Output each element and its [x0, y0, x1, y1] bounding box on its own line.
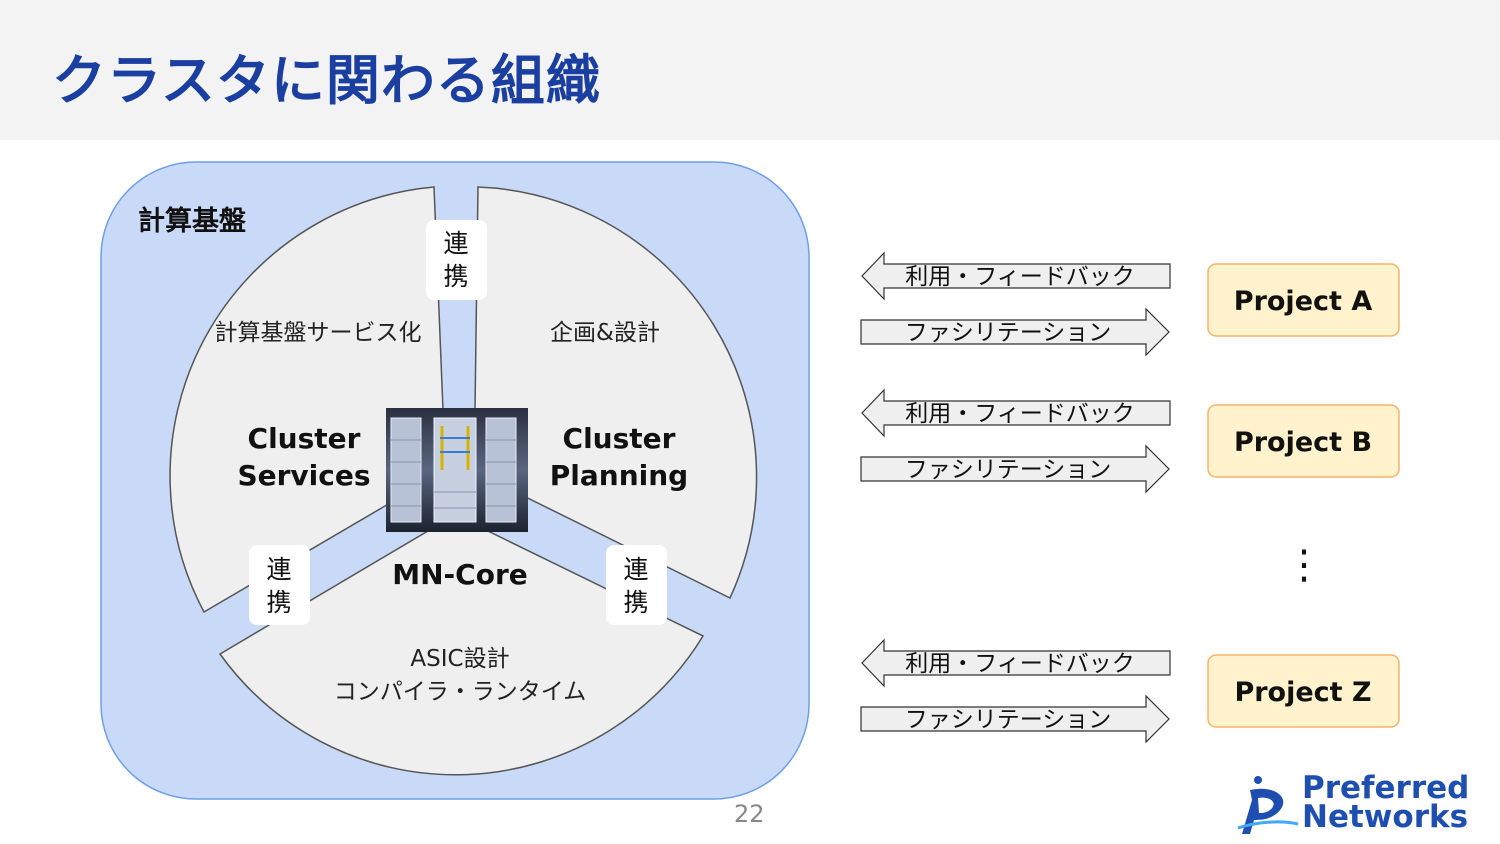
project-label-b: Project B [1234, 427, 1372, 458]
link-badge-top-line1: 連 [443, 229, 468, 258]
project-label-z: Project Z [1234, 677, 1371, 708]
planning-title-line1: Cluster [563, 422, 676, 455]
feedback-label-b: 利用・フィードバック [905, 401, 1135, 427]
header-bar [0, 0, 1500, 140]
server-rack-image [386, 408, 528, 532]
facilitation-label-b: ファシリテーション [905, 457, 1112, 483]
facilitation-arrow-z [860, 694, 1170, 744]
core-subtitle-1: ASIC設計 [410, 646, 509, 672]
feedback-arrow-a [861, 251, 1171, 301]
project-label-a: Project A [1234, 286, 1373, 317]
feedback-label-a: 利用・フィードバック [905, 264, 1135, 290]
facilitation-label-z: ファシリテーション [905, 707, 1112, 733]
link-badge-left-line1: 連 [266, 555, 291, 584]
slide-title: クラスタに関わる組織 [52, 49, 601, 112]
link-badge-right-line2: 携 [623, 588, 648, 617]
project-box-z [1207, 654, 1400, 728]
page-number: 22 [734, 800, 765, 828]
logo-text-line2: Networks [1302, 799, 1469, 835]
link-badge-top: 連 携 [426, 220, 487, 300]
project-box-b [1207, 404, 1400, 478]
core-subtitle-2: コンパイラ・ランタイム [334, 679, 587, 705]
project-box-a [1207, 263, 1400, 337]
services-subtitle: 計算基盤サービス化 [215, 320, 422, 346]
link-badge-left: 連 携 [249, 545, 310, 625]
services-title-line1: Cluster [248, 422, 361, 455]
logo-text-line1: Preferred [1302, 770, 1470, 806]
container-label: 計算基盤 [138, 205, 247, 237]
services-title-line2: Services [237, 459, 370, 492]
link-badge-top-line2: 携 [443, 262, 468, 291]
feedback-arrow-b [861, 388, 1171, 438]
sector-cluster-services [169, 186, 444, 614]
feedback-arrow-z [861, 638, 1171, 688]
facilitation-arrow-a [860, 307, 1170, 357]
flow-group-a: 利用・フィードバック ファシリテーション Project A [860, 251, 1400, 357]
preferred-networks-logo: Preferred Networks [1236, 770, 1496, 840]
planning-title-line2: Planning [550, 459, 688, 492]
sector-mn-core [218, 514, 705, 776]
feedback-label-z: 利用・フィードバック [905, 651, 1135, 677]
link-badge-right-line1: 連 [623, 555, 648, 584]
link-badge-left-line2: 携 [266, 588, 291, 617]
facilitation-arrow-b [860, 444, 1170, 494]
sector-cluster-planning [474, 186, 758, 600]
core-title: MN-Core [392, 558, 528, 591]
flow-group-b: 利用・フィードバック ファシリテーション Project B [860, 388, 1400, 494]
facilitation-label-a: ファシリテーション [905, 320, 1112, 346]
flow-group-z: 利用・フィードバック ファシリテーション Project Z [860, 638, 1400, 744]
planning-subtitle: 企画&設計 [550, 320, 660, 346]
pfn-logo-icon [1237, 776, 1299, 834]
link-badge-right: 連 携 [606, 545, 667, 625]
vertical-ellipsis: ⋮ [1284, 542, 1324, 588]
